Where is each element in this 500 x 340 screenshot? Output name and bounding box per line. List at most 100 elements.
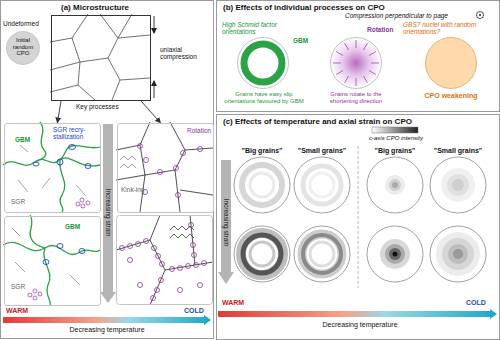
cpo-pole-figure	[452, 179, 464, 191]
panel-box: (a) MicrostructureUndeformedInitial rand…	[0, 0, 214, 339]
microstructure-box	[117, 216, 213, 305]
rotated-grain	[144, 158, 149, 163]
cold-grain-boundary	[175, 170, 180, 212]
gbm-girdle	[244, 44, 282, 82]
gbm-boundary	[3, 242, 100, 254]
process-label: SGR recry-stallization	[53, 126, 99, 141]
axis-label: Increasing strain	[222, 187, 231, 257]
rotated-grain	[159, 278, 164, 283]
subgrain-boundary	[18, 180, 28, 192]
cpo-pole-figure	[303, 166, 341, 204]
cpo-pole-figure	[392, 182, 398, 188]
rotated-grain	[189, 223, 194, 228]
circle-outline	[7, 32, 40, 65]
subgrain-boundary	[15, 262, 25, 272]
rotated-grain	[158, 170, 163, 175]
rotation-arrow	[356, 78, 357, 86]
rotated-grain	[186, 264, 191, 269]
circle-outline	[331, 38, 382, 89]
cpo-pole-figure	[448, 244, 468, 264]
subgrain-boundary	[42, 178, 50, 188]
process-label: SGR	[11, 198, 31, 205]
rotated-grain	[181, 151, 186, 156]
cpo-pole-figure	[294, 157, 350, 213]
circle-outline	[330, 37, 382, 89]
compression-symbol	[477, 12, 484, 19]
rotated-grain	[202, 261, 207, 266]
strain-arrow	[218, 160, 234, 284]
gbm-boundary	[35, 122, 46, 162]
cold-grain-boundary	[180, 190, 213, 195]
compression-symbol	[477, 12, 484, 19]
rotated-grain	[128, 244, 133, 249]
cpo-circle: UndeformedInitial random CPO	[6, 31, 40, 65]
rotated-grain	[198, 147, 203, 152]
cpo-pole-figure	[310, 173, 334, 197]
process-label: Rotation	[187, 127, 214, 134]
rotated-grain	[192, 253, 197, 258]
rotation-arrow	[364, 43, 368, 50]
circle-outline	[425, 37, 477, 89]
rotated-grain	[136, 242, 141, 247]
rotated-grain	[170, 267, 175, 272]
cpo-circle: GBS? nuclei with random orientations?CPO…	[425, 37, 477, 89]
undeformed-grains	[78, 85, 95, 100]
column-label: "Small grains"	[291, 147, 353, 155]
cpo-pole-figure	[442, 238, 474, 270]
rotated-grain	[198, 283, 203, 288]
cpo-pole-figure	[380, 239, 410, 269]
rotation-arrow	[356, 40, 357, 48]
rotated-grain	[80, 198, 84, 202]
cpo-pole-figure	[294, 226, 350, 282]
rotated-grain	[38, 292, 42, 296]
rotation-arrow	[345, 43, 349, 50]
undeformed-grains	[50, 14, 150, 100]
undeformed-grains	[108, 58, 150, 80]
cpo-pole-figure	[303, 235, 341, 273]
cpo-pole-figure	[453, 249, 463, 259]
kink-band	[120, 156, 136, 160]
rotation-arrow	[371, 63, 379, 64]
scale-label: c-axis CPO intensity	[352, 135, 440, 142]
panel-title: (a) Microstructure	[61, 3, 211, 12]
rotation-arrow	[336, 71, 343, 75]
rotation-arrow	[369, 52, 376, 56]
undeformed-grains	[118, 14, 132, 38]
process-arrow	[141, 101, 161, 123]
process-label: SGR	[11, 283, 31, 290]
intensity-scale	[372, 127, 418, 133]
sgr-recrystallized-grain	[79, 249, 85, 254]
cpo-pole-figure	[294, 226, 350, 282]
rotated-grain	[76, 202, 80, 206]
gbm-boundary	[30, 215, 45, 248]
column-label: "Small grains"	[427, 147, 489, 155]
cpo-circle: RotationGrains rotate to the shortening …	[330, 37, 382, 89]
undeformed-grains	[50, 38, 80, 70]
rotated-grain	[128, 258, 133, 263]
cpo-pole-figure	[430, 226, 486, 282]
compression-arrow	[154, 16, 155, 33]
rotated-grain	[81, 204, 85, 208]
cpo-pole-figure	[250, 242, 274, 266]
circle-outline	[238, 38, 289, 89]
circle-heading: Undeformed	[3, 20, 53, 27]
rotated-grain	[156, 254, 161, 259]
rotated-grain	[155, 288, 160, 293]
rotated-grain	[138, 283, 143, 288]
cpo-pole-figure	[447, 174, 469, 196]
cpo-pole-figure	[385, 244, 405, 264]
temperature-label: WARM	[6, 307, 36, 315]
rotated-grain	[194, 263, 199, 268]
circle-caption: CPO weakening	[419, 92, 483, 100]
rotated-grain	[33, 289, 37, 293]
rotation-arrow	[333, 63, 341, 64]
cpo-pole-figure	[436, 232, 480, 276]
rotated-grain	[86, 201, 90, 205]
cpo-pole-figure	[367, 157, 423, 213]
cpo-pole-figure	[367, 157, 423, 213]
subgrain-boundary	[12, 145, 86, 285]
rotated-grain	[138, 144, 143, 149]
rotation-arrow	[369, 71, 376, 75]
undeformed-grains	[112, 80, 120, 100]
microstructure-box: RotationKink-ing	[117, 123, 214, 213]
